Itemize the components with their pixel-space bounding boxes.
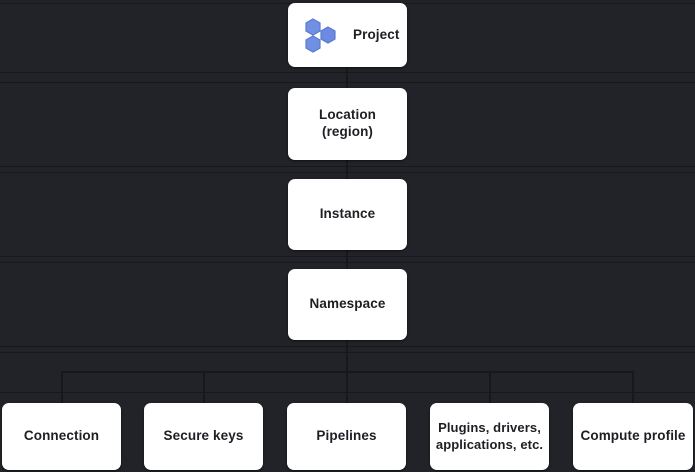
node-label: Connection	[23, 428, 100, 444]
node-plugins[interactable]: Plugins, drivers, applications, etc.	[430, 403, 549, 470]
hexagons-icon	[302, 16, 340, 54]
node-connection[interactable]: Connection	[2, 403, 121, 470]
connector-project-location	[346, 68, 348, 90]
connector-branch-plugins	[489, 371, 491, 403]
node-instance[interactable]: Instance	[288, 179, 407, 250]
connector-branch-compute-profile	[632, 371, 634, 403]
node-label: Namespace	[309, 296, 386, 312]
node-namespace[interactable]: Namespace	[288, 269, 407, 340]
connector-branch-connection	[61, 371, 63, 403]
connector-branch-pipelines	[346, 371, 348, 403]
node-pipelines[interactable]: Pipelines	[287, 403, 406, 470]
node-label: Secure keys	[163, 428, 244, 444]
node-label: Location (region)	[318, 107, 377, 139]
connector-location-instance	[346, 159, 348, 181]
node-compute-profile[interactable]: Compute profile	[573, 403, 693, 470]
node-label: Instance	[319, 206, 376, 222]
node-label: Plugins, drivers, applications, etc.	[435, 420, 544, 452]
node-secure-keys[interactable]: Secure keys	[144, 403, 263, 470]
node-label: Compute profile	[580, 428, 686, 444]
node-project[interactable]: Project	[288, 3, 407, 67]
connector-namespace-branch	[346, 339, 348, 371]
node-label: Pipelines	[316, 428, 377, 444]
connector-instance-namespace	[346, 249, 348, 271]
node-location[interactable]: Location (region)	[288, 88, 407, 160]
node-label: Project	[353, 26, 400, 42]
connector-branch-secure-keys	[203, 371, 205, 403]
